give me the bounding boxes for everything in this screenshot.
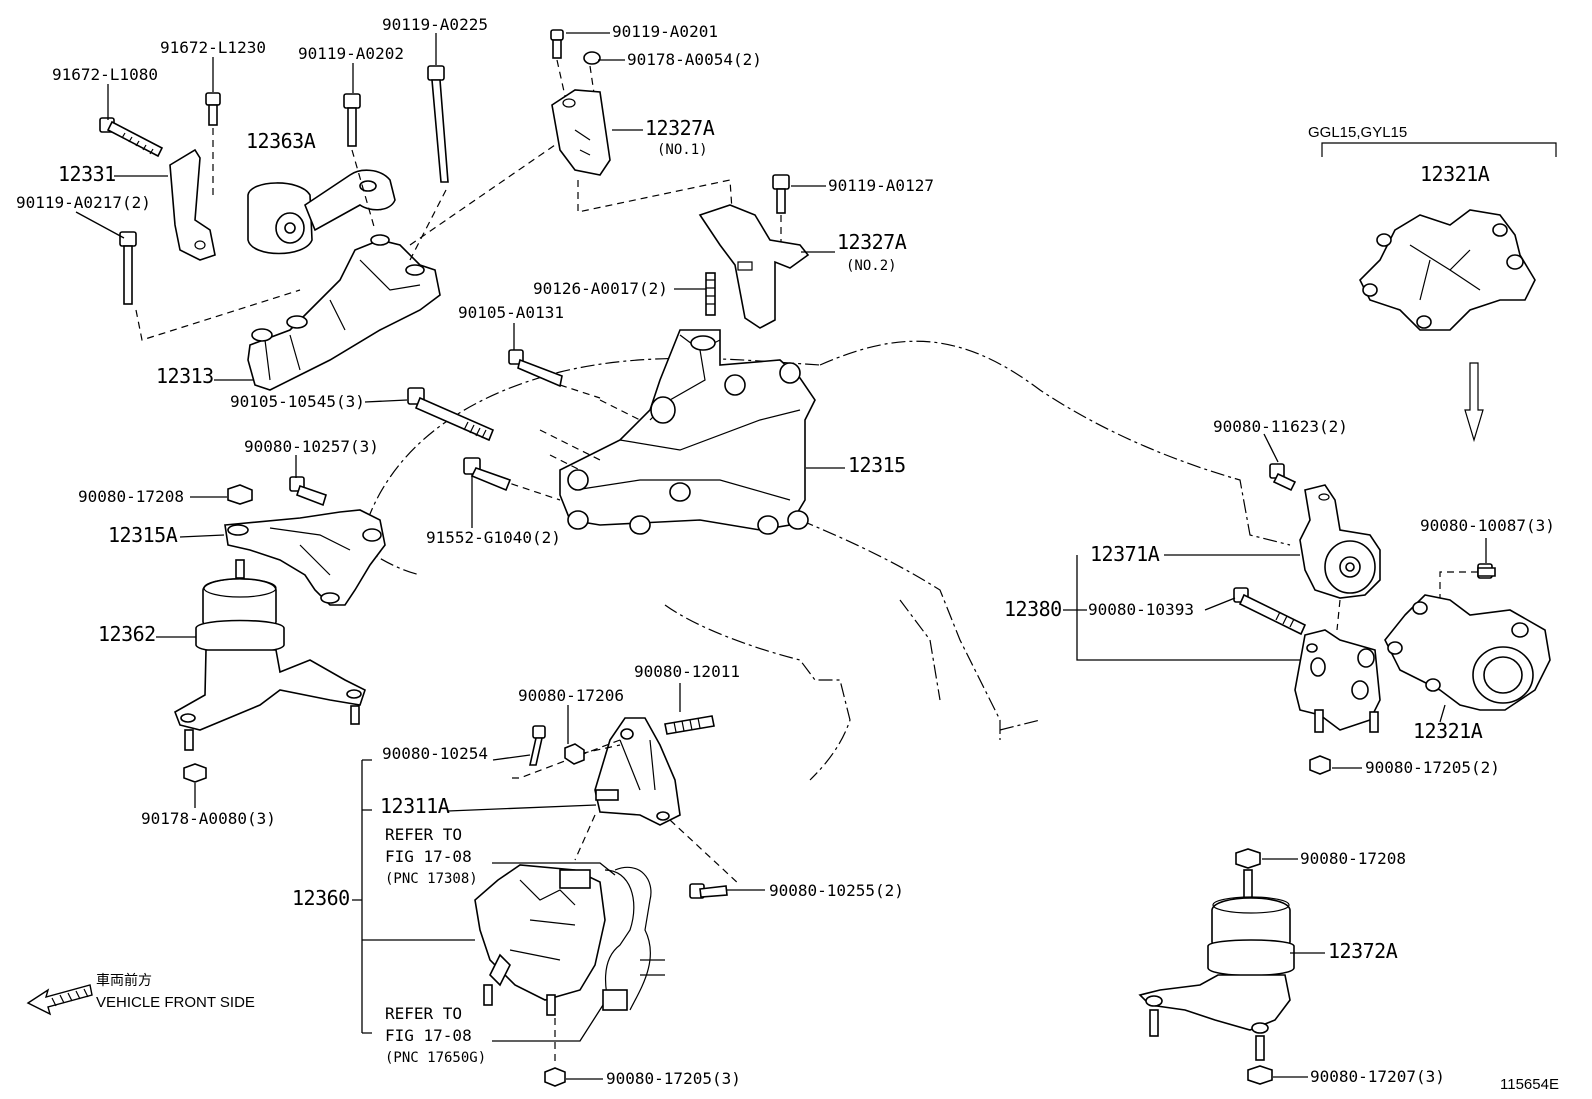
mount-12372A: [1138, 848, 1295, 1085]
bolt-91552-G1040: [463, 457, 512, 492]
bolt-90080-10254: [529, 725, 546, 766]
label-front-side-en: VEHICLE FRONT SIDE: [96, 994, 255, 1011]
label-12327A-no2-sub: (NO.2): [846, 258, 897, 274]
label-90119-A0217: 90119-A0217(2): [16, 193, 151, 212]
dashed-link-12327A: [409, 144, 556, 246]
label-90080-10087: 90080-10087(3): [1420, 516, 1555, 535]
label-90080-17208-a: 90080-17208: [78, 487, 184, 506]
nut-90080-17206: [564, 743, 585, 765]
bolt-91672-L1080: [99, 117, 164, 158]
bracket-12331: [169, 148, 216, 261]
label-90080-17206: 90080-17206: [518, 686, 624, 705]
bracket-12327A-no2: [698, 174, 810, 329]
bracket-12380: [1294, 629, 1381, 775]
label-90080-17205-3: 90080-17205(3): [606, 1069, 741, 1088]
bracket-12327A-no1: [550, 29, 611, 176]
label-12371A: 12371A: [1090, 542, 1160, 566]
bracket-12321A-top: [1359, 209, 1536, 443]
label-90119-A0202: 90119-A0202: [298, 44, 404, 63]
mount-12371A: [1299, 484, 1381, 631]
label-12315: 12315: [848, 453, 906, 477]
bolt-90119-A0202: [343, 93, 376, 231]
label-90080-17207: 90080-17207(3): [1310, 1067, 1445, 1086]
label-12311A: 12311A: [380, 794, 450, 818]
label-front-side-jp: 車両前方: [96, 973, 152, 989]
bolt-90080-10255: [689, 883, 728, 899]
label-90080-10255: 90080-10255(2): [769, 881, 904, 900]
label-90105-10545: 90105-10545(3): [230, 392, 365, 411]
label-90080-10254: 90080-10254: [382, 744, 488, 763]
bolt-90080-10087: [1439, 563, 1496, 600]
label-90105-A0131: 90105-A0131: [458, 303, 564, 322]
label-90119-A0201: 90119-A0201: [612, 22, 718, 41]
leader-lines: [75, 32, 1487, 1080]
label-12360: 12360: [292, 886, 350, 910]
bolt-91672-L1230: [205, 92, 221, 200]
label-90080-10393: 90080-10393: [1088, 600, 1194, 619]
label-pnc-17650g: (PNC 17650G): [385, 1050, 487, 1066]
label-90178-A0080: 90178-A0080(3): [141, 809, 276, 828]
bracket-12321A-bottom: [1384, 594, 1551, 711]
mount-12360: [474, 864, 665, 1087]
label-90119-A0127: 90119-A0127: [828, 176, 934, 195]
diagram-id-code: 115654E: [1500, 1076, 1559, 1093]
bracket-12315: [499, 329, 816, 535]
label-12321A-top: 12321A: [1420, 162, 1490, 186]
label-12372A: 12372A: [1328, 939, 1398, 963]
variant-bracket: [1321, 142, 1557, 157]
label-91672-L1080: 91672-L1080: [52, 65, 158, 84]
label-90178-A0054: 90178-A0054(2): [627, 50, 762, 69]
label-fig-17-08-1: FIG 17-08: [385, 847, 472, 866]
label-12380: 12380: [1004, 597, 1062, 621]
nut-90080-17208-a: [227, 484, 253, 505]
dashed-link-no1-no2: [577, 179, 733, 213]
bracket-12315A: [224, 509, 386, 606]
label-12327A-no1-sub: (NO.1): [657, 142, 708, 158]
label-pnc-17308: (PNC 17308): [385, 871, 478, 887]
bolt-90105-10545: [407, 387, 495, 442]
label-91552-G1040: 91552-G1040(2): [426, 528, 561, 547]
label-12315A: 12315A: [108, 523, 178, 547]
label-12362: 12362: [98, 622, 156, 646]
front-arrow-icon: [26, 984, 93, 1016]
label-90126-A0017: 90126-A0017(2): [533, 279, 668, 298]
label-refer-to-1: REFER TO: [385, 825, 463, 844]
mount-12362: [174, 559, 366, 783]
label-90080-12011: 90080-12011: [634, 662, 740, 681]
bolt-90105-A0131: [508, 349, 563, 388]
label-90080-11623: 90080-11623(2): [1213, 417, 1348, 436]
bracket-12313: [247, 234, 441, 391]
bolt-90080-11623: [1269, 463, 1297, 492]
bolt-90080-10257: [289, 476, 327, 507]
bolt-90080-10393: [1233, 587, 1307, 636]
label-12331: 12331: [58, 162, 116, 186]
engine-outline: [359, 340, 1291, 781]
label-90119-A0225: 90119-A0225: [382, 15, 488, 34]
label-90080-10257: 90080-10257(3): [244, 437, 379, 456]
label-12327A-no1: 12327A: [645, 116, 715, 140]
label-variant: GGL15,GYL15: [1308, 124, 1408, 141]
label-12363A: 12363A: [246, 129, 316, 153]
label-12321A-bottom: 12321A: [1413, 719, 1483, 743]
bolt-90119-A0217: [119, 231, 301, 341]
label-refer-to-2: REFER TO: [385, 1004, 463, 1023]
mount-12363A: [247, 169, 396, 255]
label-90080-17205-2: 90080-17205(2): [1365, 758, 1500, 777]
label-90080-17208-b: 90080-17208: [1300, 849, 1406, 868]
bolt-90119-A0225: [409, 65, 449, 261]
label-91672-L1230: 91672-L1230: [160, 38, 266, 57]
label-12313: 12313: [156, 364, 214, 388]
stud-90080-12011: [664, 715, 715, 735]
label-12327A-no2: 12327A: [837, 230, 907, 254]
bracket-12311A: [512, 717, 741, 886]
label-fig-17-08-2: FIG 17-08: [385, 1026, 472, 1045]
